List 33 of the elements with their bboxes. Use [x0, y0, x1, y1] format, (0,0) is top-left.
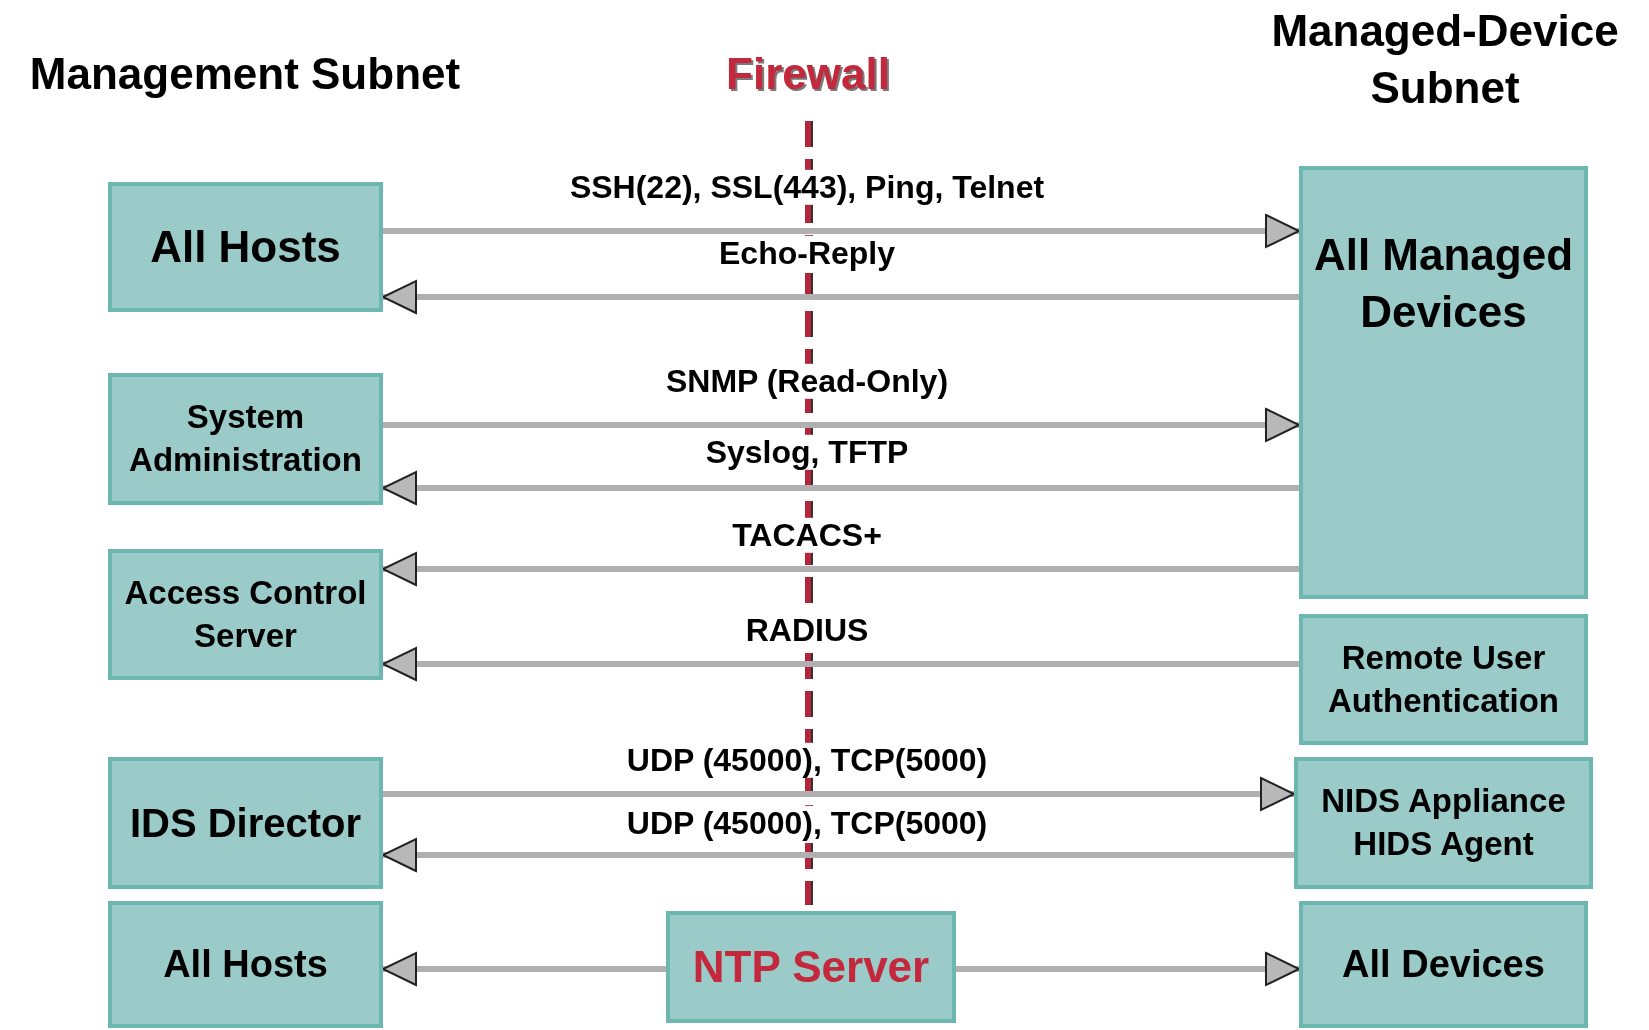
arrow: [383, 408, 1300, 442]
arrow: [382, 838, 1294, 872]
firewall-label: Firewall: [726, 48, 890, 100]
arrow: [383, 214, 1300, 248]
box-label: Access Control Server: [123, 572, 368, 656]
arrow: [382, 280, 1299, 314]
network-box: [1294, 757, 1593, 889]
network-box: [108, 373, 383, 505]
network-box: [1299, 166, 1588, 599]
network-box: [1299, 901, 1588, 1028]
box-label: All Hosts: [163, 941, 328, 987]
box-label: IDS Director: [129, 800, 362, 847]
box-label: All Devices: [1342, 941, 1545, 987]
box-label: All Managed Devices: [1312, 229, 1575, 339]
arrow: [383, 777, 1295, 811]
network-box: [108, 182, 383, 312]
box-label: NIDS Appliance HIDS Agent: [1320, 781, 1567, 864]
arrow: [382, 552, 1299, 586]
box-label: System Administration: [128, 397, 363, 480]
subnet-heading: Managed-Device Subnet: [1270, 5, 1620, 115]
network-box: [108, 757, 383, 889]
network-box: [108, 901, 383, 1028]
arrow: [382, 471, 1299, 505]
arrow: [956, 952, 1300, 986]
subnet-heading: Management Subnet: [29, 48, 461, 100]
network-box: [666, 911, 956, 1023]
arrow: [382, 952, 666, 986]
box-label: All Hosts: [150, 221, 341, 274]
box-label: Remote User Authentication: [1327, 637, 1560, 721]
arrow: [382, 647, 1299, 681]
box-label: NTP Server: [692, 941, 930, 994]
network-box: [1299, 614, 1588, 745]
network-box: [108, 549, 383, 680]
